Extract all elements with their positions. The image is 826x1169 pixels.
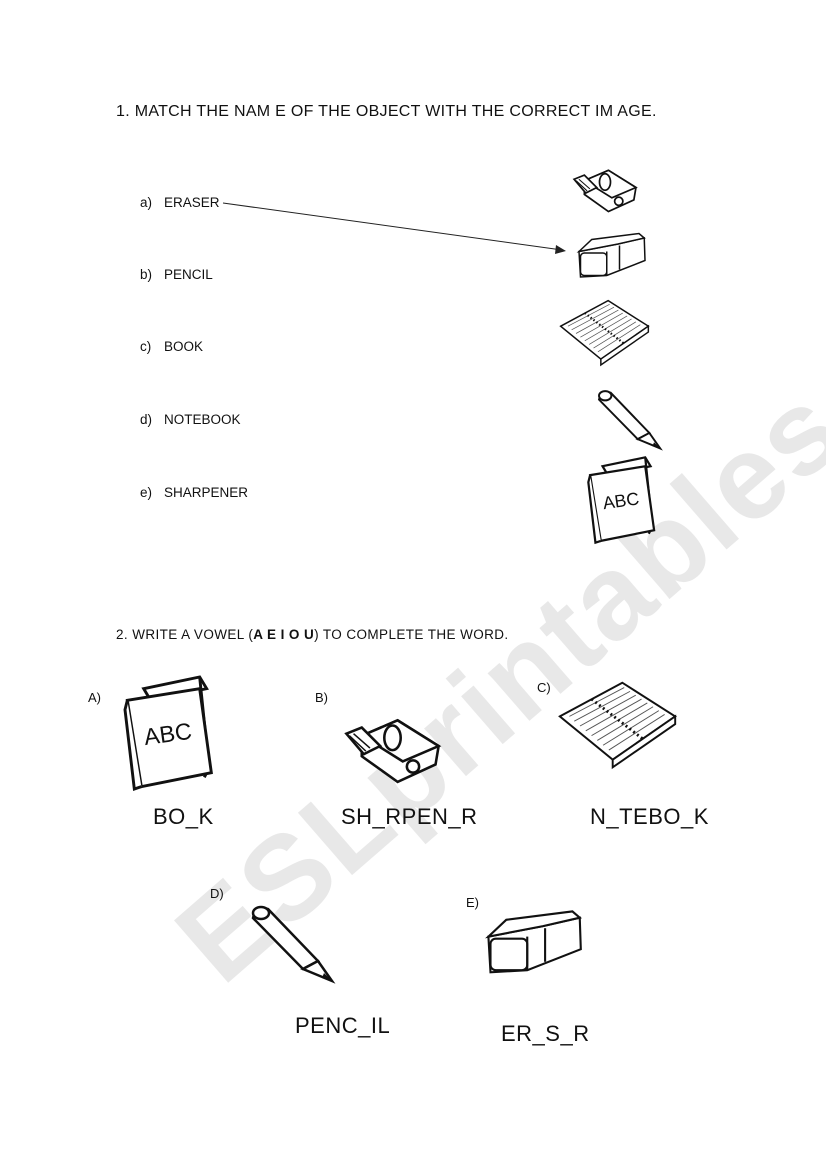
item-letter-d: D) [210,886,224,901]
item-label: ERASER [164,195,220,210]
item-letter-a: A) [88,690,101,705]
word-eraser: ER_S_R [501,1021,590,1046]
item-label: BOOK [164,339,204,354]
book-icon: ABC [123,675,213,791]
title-vowels: A E I O U [253,627,315,642]
item-label: NOTEBOOK [164,412,241,427]
sharpener-icon [572,169,638,213]
item-letter: a) [140,195,153,210]
item-letter: c) [140,339,152,354]
match-item-sharpener: e) SHARPENER [140,485,248,500]
exercise-2-title: 2. WRITE A VOWEL (A E I O U) TO COMPLETE… [116,627,509,642]
word-sharpener: SH_RPEN_R [341,804,478,829]
eraser-icon [485,910,583,974]
item-letter-b: B) [315,690,328,705]
title-suffix: ) TO COMPLETE THE WORD. [314,627,509,642]
match-item-notebook: d) NOTEBOOK [140,412,241,427]
notebook-icon [558,681,677,770]
notebook-icon [559,299,650,367]
item-letter-e: E) [466,895,479,910]
book-icon: ABC [587,456,656,545]
pencil-icon [597,390,663,451]
title-prefix: 2. WRITE A VOWEL ( [116,627,254,642]
item-letter: e) [140,485,153,500]
item-label: PENCIL [164,267,213,282]
match-arrow [222,202,566,254]
item-label: SHARPENER [164,485,249,500]
match-item-pencil: b) PENCIL [140,267,213,282]
word-pencil: PENC_IL [295,1013,391,1038]
word-book: BO_K [153,804,214,829]
word-notebook: N_TEBO_K [590,804,709,829]
eraser-icon [576,232,646,278]
match-item-book: c) BOOK [140,339,203,354]
match-item-eraser: a) ERASER [140,195,220,210]
sharpener-icon [344,718,442,784]
exercise-1-title: 1. MATCH THE NAM E OF THE OBJECT WITH TH… [116,103,657,120]
item-letter: b) [140,267,153,282]
item-letter: d) [140,412,153,427]
pencil-icon [251,905,336,984]
item-letter-c: C) [537,680,551,695]
